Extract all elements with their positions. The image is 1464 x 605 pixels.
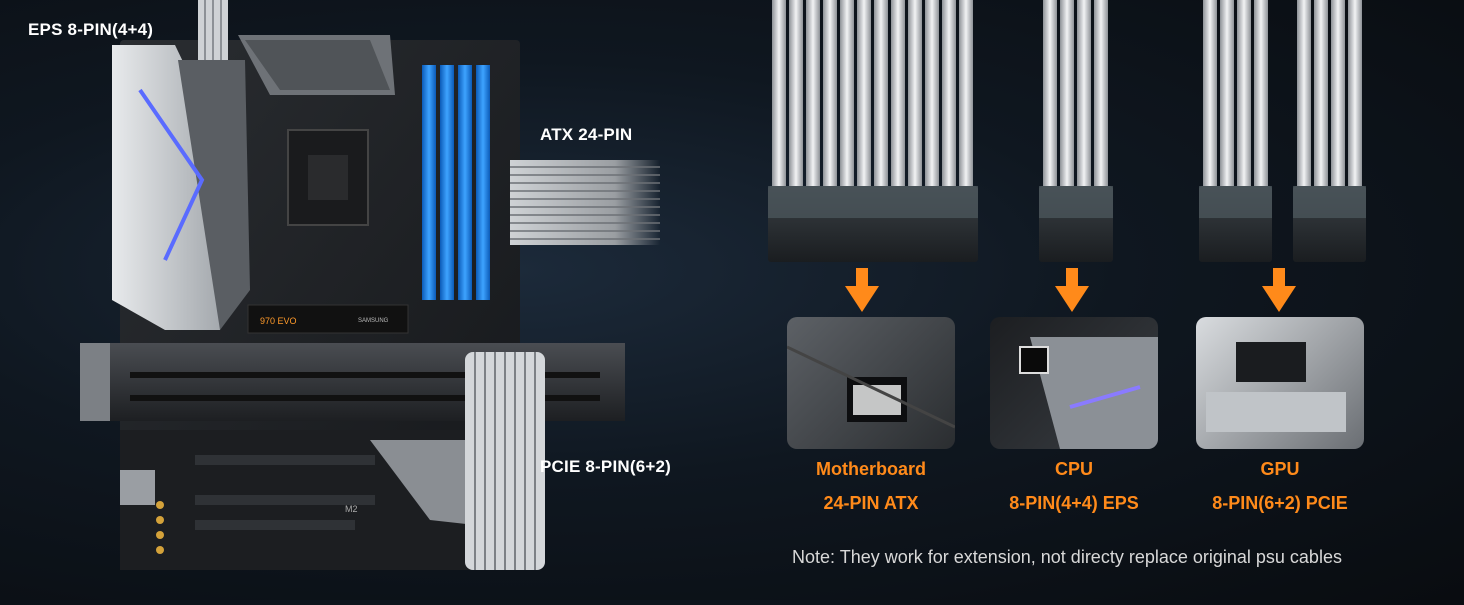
ssd-label: 970 EVO xyxy=(260,316,297,326)
gpu-photo xyxy=(1196,317,1364,449)
cable-connectors-illustration xyxy=(768,0,1366,262)
arrow-down-icon xyxy=(1262,268,1296,312)
target-title: Motherboard xyxy=(816,459,926,479)
target-gpu: GPU 8-PIN(6+2) PCIE xyxy=(1180,452,1380,520)
ssd-brand: SAMSUNG xyxy=(358,318,389,324)
target-subtitle: 8-PIN(6+2) PCIE xyxy=(1212,493,1348,513)
m2-label: M2 xyxy=(345,504,358,514)
motherboard-photo xyxy=(787,317,955,449)
arrow-down-icon xyxy=(845,268,879,312)
arrow-down-icon xyxy=(1055,268,1089,312)
target-motherboard: Motherboard 24-PIN ATX xyxy=(787,452,955,520)
atx-label: ATX 24-PIN xyxy=(540,125,633,144)
target-title: CPU xyxy=(1054,459,1093,479)
cpu-photo xyxy=(990,317,1158,449)
target-title: GPU xyxy=(1260,459,1300,479)
note-text: Note: They work for extension, not direc… xyxy=(792,547,1342,567)
eps-cable xyxy=(1039,0,1113,262)
pcie-cable-1 xyxy=(1199,0,1272,262)
pcie-cable-2 xyxy=(1293,0,1366,262)
atx-cable xyxy=(768,0,978,262)
pcie-label: PCIE 8-PIN(6+2) xyxy=(540,457,672,476)
target-cpu: CPU 8-PIN(4+4) EPS xyxy=(975,452,1173,520)
eps-label: EPS 8-PIN(4+4) xyxy=(28,20,154,39)
motherboard-illustration: 970 EVO SAMSUNG M2 xyxy=(70,0,670,600)
target-subtitle: 8-PIN(4+4) EPS xyxy=(1009,493,1139,513)
target-subtitle: 24-PIN ATX xyxy=(823,493,919,513)
